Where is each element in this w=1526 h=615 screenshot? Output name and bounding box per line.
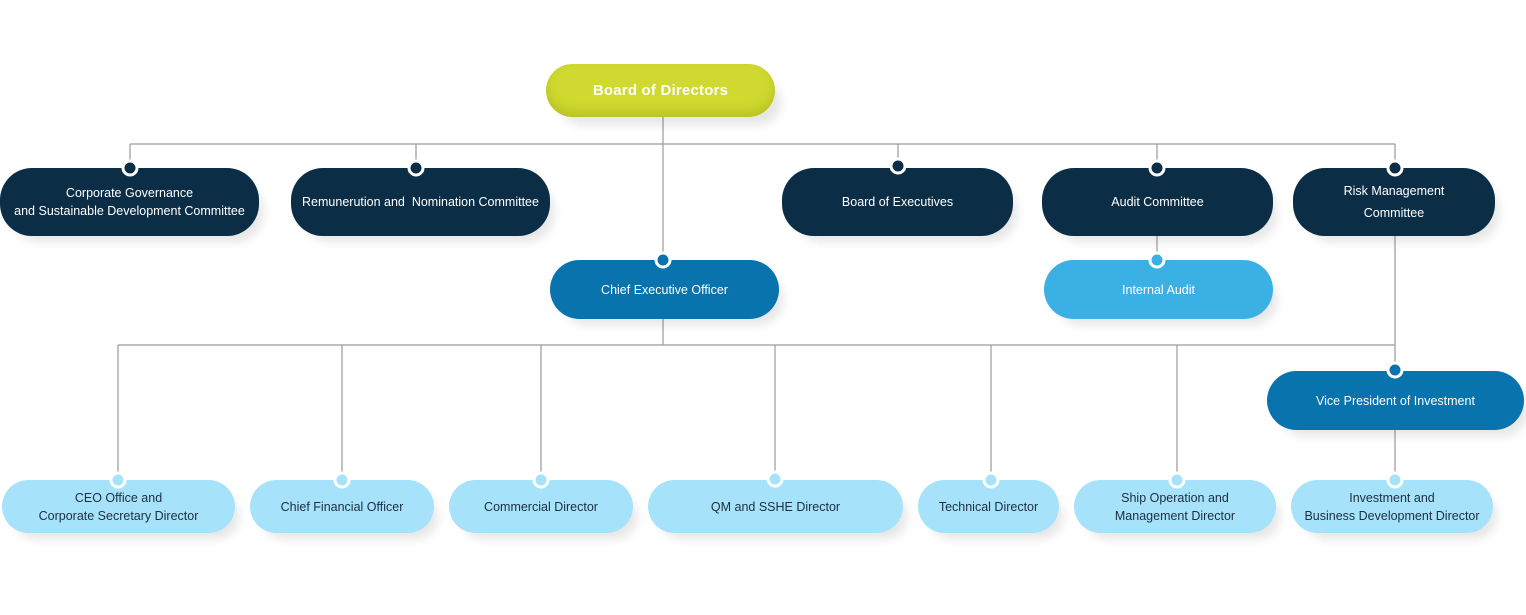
- audit-label: Audit Committee: [1111, 195, 1204, 209]
- qm-sshe-director-node: QM and SSHE Director: [648, 480, 903, 533]
- connector-dot: [1386, 159, 1404, 177]
- audit-committee-node: Audit Committee: [1042, 168, 1273, 236]
- chief-financial-officer-node: Chief Financial Officer: [250, 480, 434, 533]
- connector-dot: [766, 470, 784, 488]
- vice-president-investment-node: Vice President of Investment: [1267, 371, 1524, 430]
- connector-dot: [121, 159, 139, 177]
- cg-line2: and Sustainable Development Committee: [14, 204, 245, 218]
- connector-dot: [982, 471, 1000, 489]
- ceo-label: Chief Executive Officer: [601, 282, 728, 297]
- ship-operation-director-node: Ship Operation and Management Director: [1074, 480, 1276, 533]
- ceo-office-line1: CEO Office and: [74, 490, 163, 505]
- invest-line1: Investment and: [1349, 490, 1435, 505]
- internal-audit-node: Internal Audit: [1044, 260, 1273, 319]
- connector-dot: [654, 251, 672, 269]
- risk-management-committee-node: Risk Management Committee: [1293, 168, 1495, 236]
- connector-dot: [1148, 159, 1166, 177]
- chief-executive-officer-node: Chief Executive Officer: [550, 260, 779, 319]
- ceo-office-director-node: CEO Office and Corporate Secretary Direc…: [2, 480, 235, 533]
- connector-dot: [532, 471, 550, 489]
- cg-line1: Corporate Governance: [65, 186, 194, 200]
- ship-line1: Ship Operation and: [1121, 490, 1229, 505]
- vp-investment-label: Vice President of Investment: [1316, 393, 1475, 408]
- commercial-label: Commercial Director: [484, 499, 598, 514]
- board-label: Board of Directors: [592, 81, 729, 99]
- connector-dot: [333, 471, 351, 489]
- connector-dot: [1386, 471, 1404, 489]
- cfo-label: Chief Financial Officer: [280, 499, 404, 514]
- ship-line2: Management Director: [1114, 508, 1236, 523]
- connector-dot: [889, 157, 907, 175]
- remuneration-label: Remunerution and Nomination Committee: [302, 195, 539, 209]
- ceo-office-line2: Corporate Secretary Director: [38, 508, 199, 523]
- connector-dot: [1168, 471, 1186, 489]
- executives-label: Board of Executives: [841, 195, 954, 209]
- risk-line1: Risk Management: [1343, 184, 1445, 198]
- board-of-executives-node: Board of Executives: [782, 168, 1013, 236]
- corporate-governance-committee-node: Corporate Governance and Sustainable Dev…: [0, 168, 259, 236]
- connector-dot: [109, 471, 127, 489]
- investment-director-node: Investment and Business Development Dire…: [1291, 480, 1493, 533]
- connector-dot: [1386, 361, 1404, 379]
- technical-director-node: Technical Director: [918, 480, 1059, 533]
- internal-audit-label: Internal Audit: [1122, 282, 1195, 297]
- remuneration-nomination-committee-node: Remunerution and Nomination Committee: [291, 168, 550, 236]
- invest-line2: Business Development Director: [1304, 508, 1480, 523]
- board-of-directors-node: Board of Directors: [546, 64, 775, 117]
- technical-label: Technical Director: [938, 499, 1039, 514]
- risk-line2: Committee: [1363, 206, 1425, 220]
- commercial-director-node: Commercial Director: [449, 480, 633, 533]
- connector-dot: [1148, 251, 1166, 269]
- qm-sshe-label: QM and SSHE Director: [710, 499, 841, 514]
- connector-dot: [407, 159, 425, 177]
